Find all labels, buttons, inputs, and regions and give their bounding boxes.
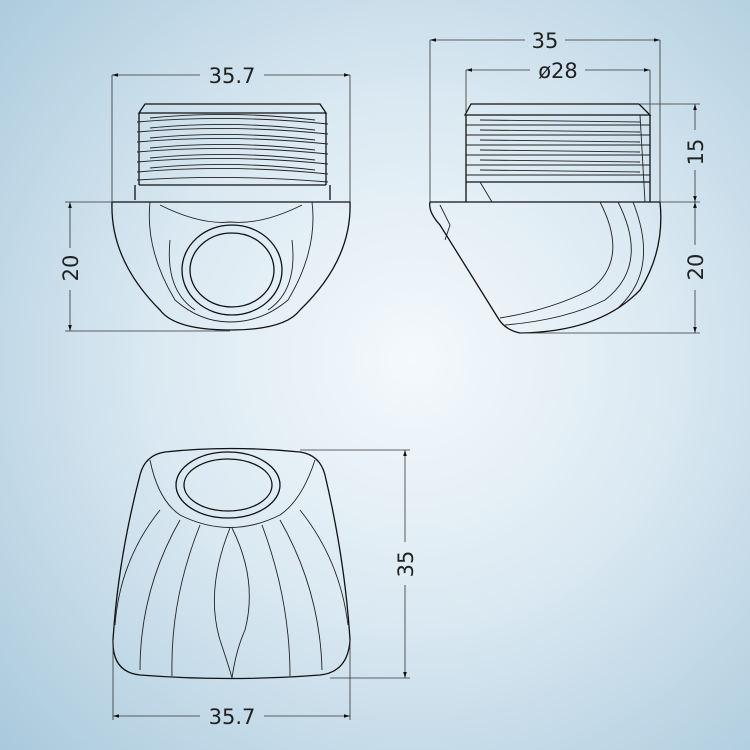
bottom-width-label: 35.7 [209,705,256,729]
side-height-dimension: 20 [520,202,708,334]
thread-height-dimension: 15 [640,103,708,203]
body [111,201,351,331]
bottom-width-dimension: 35.7 [112,640,351,729]
front-height-label: 20 [59,255,83,282]
thread-height-label: 15 [684,139,708,166]
front-view: 35.7 20 [59,64,351,332]
side-width-label: 35 [532,29,559,53]
bottom-depth-dimension: 35 [300,449,418,679]
diameter-dimension: ø28 [465,59,651,115]
front-width-label: 35.7 [209,64,256,88]
front-height-dimension: 20 [59,201,230,332]
side-view: 35 ø28 15 20 [429,29,708,334]
diameter-label: ø28 [538,59,578,83]
thread [134,103,331,200]
side-width-dimension: 35 [429,29,661,202]
side-body [429,201,662,334]
front-width-dimension: 35.7 [111,64,351,202]
bottom-body [112,447,351,680]
side-thread [463,103,652,203]
bottom-view: 35 35.7 [112,447,418,729]
side-height-label: 20 [684,254,708,281]
bottom-depth-label: 35 [394,551,418,578]
